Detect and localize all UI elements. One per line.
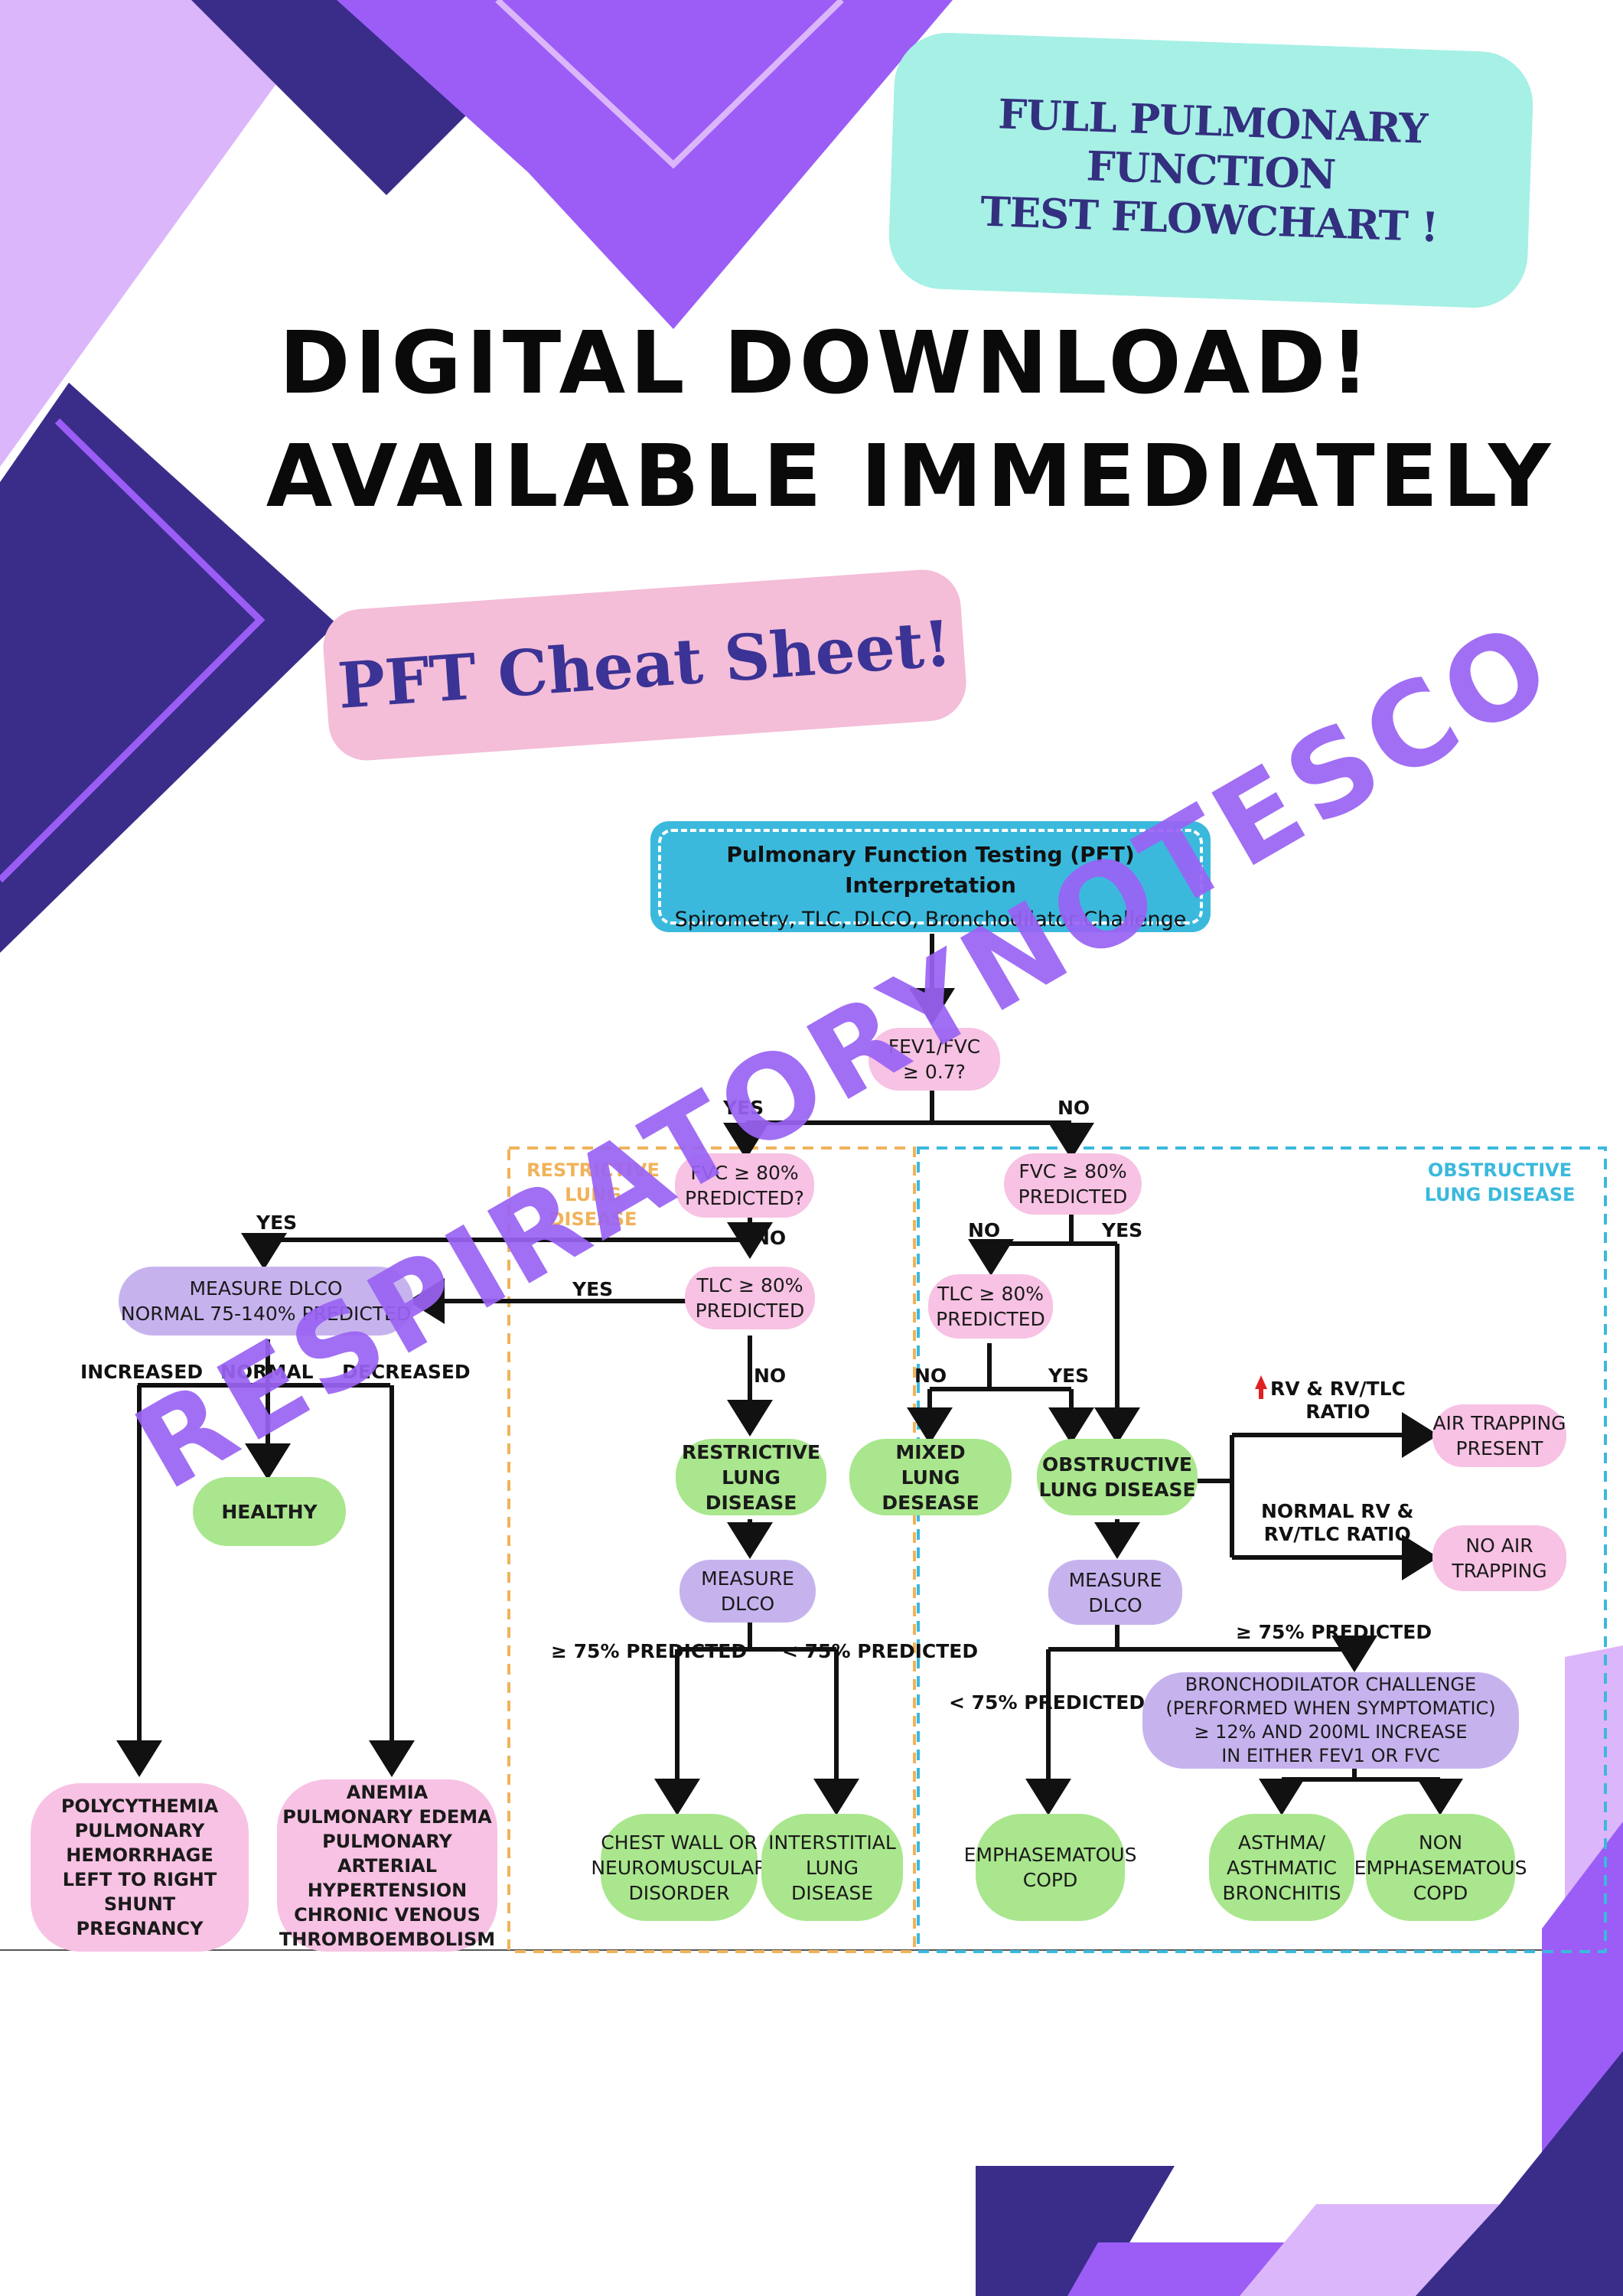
obstructive-region-box [917, 1146, 1607, 1953]
label-decreased: DECREASED [342, 1361, 471, 1383]
measure-dlco-right-node: MEASURE DLCO [1048, 1560, 1182, 1625]
label-normal: NORMAL [220, 1361, 314, 1383]
label-no-fvc: NO [754, 1227, 787, 1249]
label-yes-tlc-right: YES [1048, 1365, 1090, 1387]
emphysematous-copd-node: EMPHASEMATOUS COPD [964, 1814, 1136, 1921]
bg-diamond-outline-top [495, 0, 844, 169]
headline-digital-download: DIGITAL DOWNLOAD! [279, 314, 1374, 413]
obstructive-lung-disease-node: OBSTRUCTIVE LUNG DISEASE [1037, 1439, 1198, 1515]
bg-diamond-outline-left [0, 418, 266, 883]
measure-dlco-left-node: MEASURE DLCO NORMAL 75-140% PREDICTED [119, 1267, 413, 1336]
bg-light-purple-triangle [0, 0, 337, 467]
title-badge-text: FULL PULMONARY FUNCTION TEST FLOWCHART ! [979, 90, 1439, 251]
label-no-tlc-right: NO [914, 1365, 947, 1387]
label-ge75-right: ≥ 75% PREDICTED [1236, 1621, 1432, 1643]
label-ge75-mid: ≥ 75% PREDICTED [551, 1640, 748, 1662]
pft-flowchart: Pulmonary Function Testing (PFT) Interpr… [0, 807, 1623, 1955]
connector-fvc-right-split [991, 1213, 1117, 1246]
bg-indigo-diamond-left [0, 383, 337, 953]
headline-available-immediately: AVAILABLE IMMEDIATELY [266, 427, 1556, 527]
restrictive-region-box [507, 1146, 916, 1953]
label-no-tlc: NO [754, 1365, 787, 1387]
pft-interpretation-subtitle: Spirometry, TLC, DLCO, Bronchodilator Ch… [674, 908, 1187, 931]
connector-dlco-mid-branches [677, 1621, 836, 1652]
red-up-arrow-icon [1255, 1375, 1267, 1399]
tlc-predicted-right-node: TLC ≥ 80% PREDICTED [928, 1274, 1053, 1339]
asthma-node: ASTHMA/ ASTHMATIC BRONCHITIS [1209, 1814, 1354, 1921]
connector-bronchodilator-split [1282, 1768, 1440, 1782]
measure-dlco-mid-node: MEASURE DLCO [680, 1560, 816, 1623]
no-air-trapping-node: NO AIR TRAPPING [1432, 1525, 1566, 1591]
fev1-fvc-node: FEV1/FVC ≥ 0.7? [869, 1028, 1000, 1091]
tlc-predicted-node: TLC ≥ 80% PREDICTED [685, 1267, 815, 1329]
label-yes-fvc-right: YES [1102, 1219, 1143, 1241]
anemia-node: ANEMIA PULMONARY EDEMA PULMONARY ARTERIA… [277, 1779, 497, 1952]
title-badge: FULL PULMONARY FUNCTION TEST FLOWCHART ! [887, 31, 1535, 310]
restrictive-lung-disease-node: RESTRICTIVE LUNG DISEASE [676, 1439, 826, 1515]
label-yes-fvc-left: YES [256, 1212, 298, 1234]
label-lt75-mid: < 75% PREDICTED [782, 1640, 979, 1662]
healthy-node: HEALTHY [193, 1477, 346, 1546]
non-emphysematous-copd-node: NON EMPHASEMATOUS COPD [1354, 1814, 1527, 1921]
bg-indigo-bottom-block [976, 2166, 1175, 2296]
polycythemia-node: POLYCYTHEMIA PULMONARY HEMORRHAGE LEFT T… [31, 1783, 249, 1952]
bronchodilator-challenge-node: BRONCHODILATOR CHALLENGE (PERFORMED WHEN… [1142, 1672, 1519, 1769]
mixed-lung-disease-node: MIXED LUNG DESEASE [849, 1439, 1012, 1515]
air-trapping-present-node: AIR TRAPPING PRESENT [1432, 1404, 1566, 1467]
fvc-predicted-node: FVC ≥ 80% PREDICTED? [675, 1153, 814, 1218]
restrictive-region-label: RESTRICTIVE LUNG DISEASE [526, 1159, 660, 1230]
chest-wall-node: CHEST WALL OR NEUROMUSCULAR DISORDER [591, 1814, 768, 1921]
label-yes-fev1: YES [723, 1097, 764, 1119]
flowchart-connectors [0, 934, 1607, 1953]
label-increased: INCREASED [80, 1361, 204, 1383]
label-no-fev1: NO [1058, 1097, 1090, 1119]
pft-interpretation-node: Pulmonary Function Testing (PFT) Interpr… [650, 821, 1211, 932]
bg-light-purple-bottom [1240, 2204, 1500, 2296]
pft-interpretation-title: Pulmonary Function Testing (PFT) Interpr… [726, 842, 1135, 898]
connector-fvc-yes-dlco [241, 1233, 750, 1270]
label-rv-normal: NORMAL RV & RV/TLC RATIO [1261, 1500, 1414, 1545]
cheat-sheet-pill-text: PFT Cheat Sheet! [335, 607, 954, 723]
label-rv-increased: RV & RV/TLC RATIO [1270, 1378, 1406, 1423]
connector-dlco-branches [138, 1339, 390, 1388]
connector-fev1-split [746, 1091, 1071, 1125]
interstitial-lung-disease-node: INTERSTITIAL LUNG DISEASE [761, 1814, 903, 1921]
label-lt75-right: < 75% PREDICTED [949, 1691, 1146, 1714]
bg-purple-diamond-top [337, 0, 953, 329]
obstructive-region-label: OBSTRUCTIVE LUNG DISEASE [1424, 1159, 1576, 1205]
pft-interpretation-dashed-border [658, 829, 1203, 925]
label-no-fvc-right: NO [968, 1219, 1001, 1241]
bg-purple-right-triangle [1542, 1821, 1623, 2158]
bg-indigo-bottom-right [1416, 2051, 1623, 2296]
connector-dlco-right-branches [1048, 1625, 1354, 1652]
connector-tlc-right-split [930, 1343, 1071, 1391]
fvc-predicted-right-node: FVC ≥ 80% PREDICTED [1004, 1153, 1142, 1215]
connector-obstructive-rv [1198, 1433, 1427, 1560]
label-yes-tlc: YES [572, 1278, 614, 1300]
